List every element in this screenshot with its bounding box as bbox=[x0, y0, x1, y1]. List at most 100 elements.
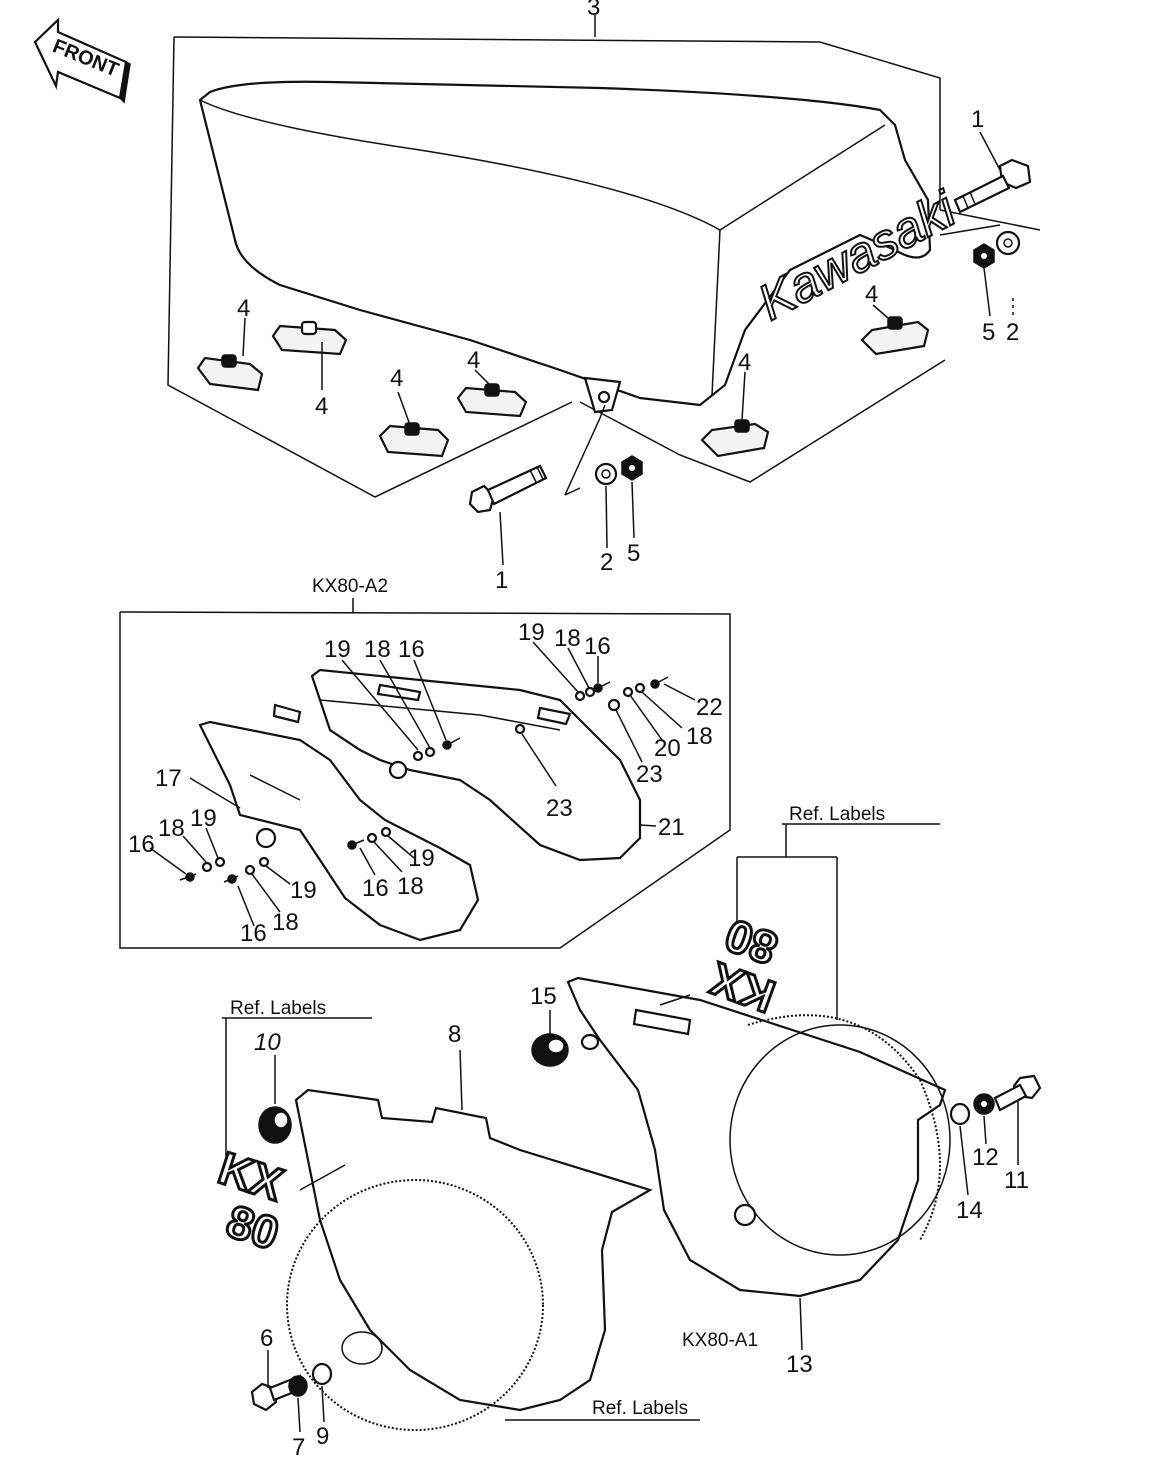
callout: 19 bbox=[408, 845, 435, 872]
callout-bolt-right: 1 bbox=[971, 106, 984, 133]
callout: 16 bbox=[128, 831, 155, 858]
washer bbox=[949, 1102, 971, 1126]
callout-washer-bottom: 2 bbox=[600, 549, 613, 576]
screw bbox=[442, 737, 461, 750]
callout: 18 bbox=[158, 815, 185, 842]
callout: 7 bbox=[292, 1434, 305, 1461]
callout-nut-bottom: 5 bbox=[627, 540, 640, 567]
collar bbox=[514, 723, 526, 735]
callout: 16 bbox=[398, 636, 425, 663]
seat bbox=[198, 80, 932, 407]
callout: 18 bbox=[686, 723, 713, 750]
washer bbox=[214, 856, 226, 868]
seat-nut-bottom bbox=[621, 455, 643, 481]
chain-cover-left bbox=[198, 720, 480, 942]
washer bbox=[412, 750, 424, 762]
side-cover-left bbox=[294, 1088, 653, 1412]
kx80-badge-right: KX 80 bbox=[702, 907, 786, 1024]
seat-washer-right bbox=[995, 230, 1021, 256]
callout: 22 bbox=[696, 694, 723, 721]
callout: 16 bbox=[584, 633, 611, 660]
kx80-a1-group: Ref. Labels Ref. Labels Ref. Labels KX 8… bbox=[211, 804, 1042, 1461]
callout: 19 bbox=[190, 805, 217, 832]
callout-washer-right: 2 bbox=[1006, 319, 1019, 346]
side-cover-right bbox=[566, 976, 947, 1298]
callout-bolt-bottom: 1 bbox=[495, 567, 508, 594]
screw bbox=[179, 872, 197, 882]
callout-pad: 4 bbox=[390, 365, 403, 392]
callout: 18 bbox=[364, 636, 391, 663]
callout-pad: 4 bbox=[237, 295, 250, 322]
grommet bbox=[258, 1106, 292, 1144]
washer bbox=[584, 686, 596, 698]
callout: 23 bbox=[636, 761, 663, 788]
ref-labels-right: Ref. Labels bbox=[789, 804, 885, 825]
front-arrow: FRONT bbox=[33, 17, 131, 104]
seat-bolt-bottom bbox=[468, 464, 548, 514]
screw bbox=[593, 681, 611, 693]
washer bbox=[366, 832, 378, 844]
callout-seat: 3 bbox=[587, 0, 600, 21]
washer bbox=[201, 861, 213, 873]
callout: 19 bbox=[518, 619, 545, 646]
callout-pad: 4 bbox=[467, 347, 480, 374]
callout: 16 bbox=[362, 875, 389, 902]
screw bbox=[347, 839, 365, 850]
kx80-a2-model-label: KX80-A2 bbox=[312, 576, 388, 597]
callout: 13 bbox=[786, 1351, 813, 1378]
callout: 10 bbox=[254, 1029, 281, 1056]
washer bbox=[311, 1362, 333, 1386]
kx80-a2-group: KX80-A2 bbox=[119, 576, 731, 949]
svg-text:80: 80 bbox=[220, 1194, 285, 1259]
seat-pad bbox=[456, 383, 528, 418]
nut bbox=[973, 1093, 995, 1115]
washer bbox=[380, 826, 392, 838]
seat-group: Kawasaki bbox=[167, 0, 1041, 594]
callout: 18 bbox=[554, 625, 581, 652]
seat-nut-right bbox=[973, 243, 995, 269]
callout: 23 bbox=[546, 795, 573, 822]
washer bbox=[622, 686, 634, 698]
washer bbox=[244, 864, 256, 876]
nut bbox=[288, 1375, 308, 1397]
ref-labels-left: Ref. Labels bbox=[230, 998, 326, 1019]
callout: 18 bbox=[272, 909, 299, 936]
washer bbox=[634, 682, 646, 694]
seat-washer-bottom bbox=[594, 462, 618, 486]
grommet bbox=[531, 1033, 600, 1067]
callout: 15 bbox=[530, 983, 557, 1010]
screw bbox=[650, 676, 669, 689]
seat-bolt-right bbox=[953, 158, 1032, 214]
callout-pad: 4 bbox=[315, 393, 328, 420]
seat-pad bbox=[700, 419, 770, 458]
callout: 17 bbox=[155, 765, 182, 792]
kx80-a1-model-label: KX80-A1 bbox=[682, 1330, 758, 1351]
callout: 16 bbox=[240, 920, 267, 947]
seat-pad bbox=[196, 354, 264, 392]
seat-pad bbox=[378, 422, 450, 458]
callout: 6 bbox=[260, 1325, 273, 1352]
callout: 21 bbox=[658, 814, 685, 841]
kx80-badge-left: KX 80 bbox=[211, 1140, 291, 1261]
bolt bbox=[993, 1074, 1042, 1112]
screw bbox=[223, 874, 239, 884]
callout: 8 bbox=[448, 1021, 461, 1048]
callout: 12 bbox=[972, 1144, 999, 1171]
seat-pad bbox=[271, 320, 348, 356]
collar bbox=[607, 698, 621, 712]
callout-pad: 4 bbox=[738, 349, 751, 376]
callout: 11 bbox=[1004, 1167, 1029, 1194]
seat-pad bbox=[860, 316, 930, 356]
callout-pad: 4 bbox=[865, 281, 878, 308]
callout: 14 bbox=[956, 1197, 983, 1224]
callout: 19 bbox=[324, 636, 351, 663]
callout: 20 bbox=[654, 735, 681, 762]
callout: 19 bbox=[290, 877, 317, 904]
callout: 9 bbox=[316, 1423, 329, 1450]
washer bbox=[574, 690, 586, 702]
washer bbox=[258, 856, 270, 868]
ref-labels-bottom: Ref. Labels bbox=[592, 1398, 688, 1419]
callout-nut-right: 5 bbox=[982, 319, 995, 346]
callout: 18 bbox=[397, 873, 424, 900]
